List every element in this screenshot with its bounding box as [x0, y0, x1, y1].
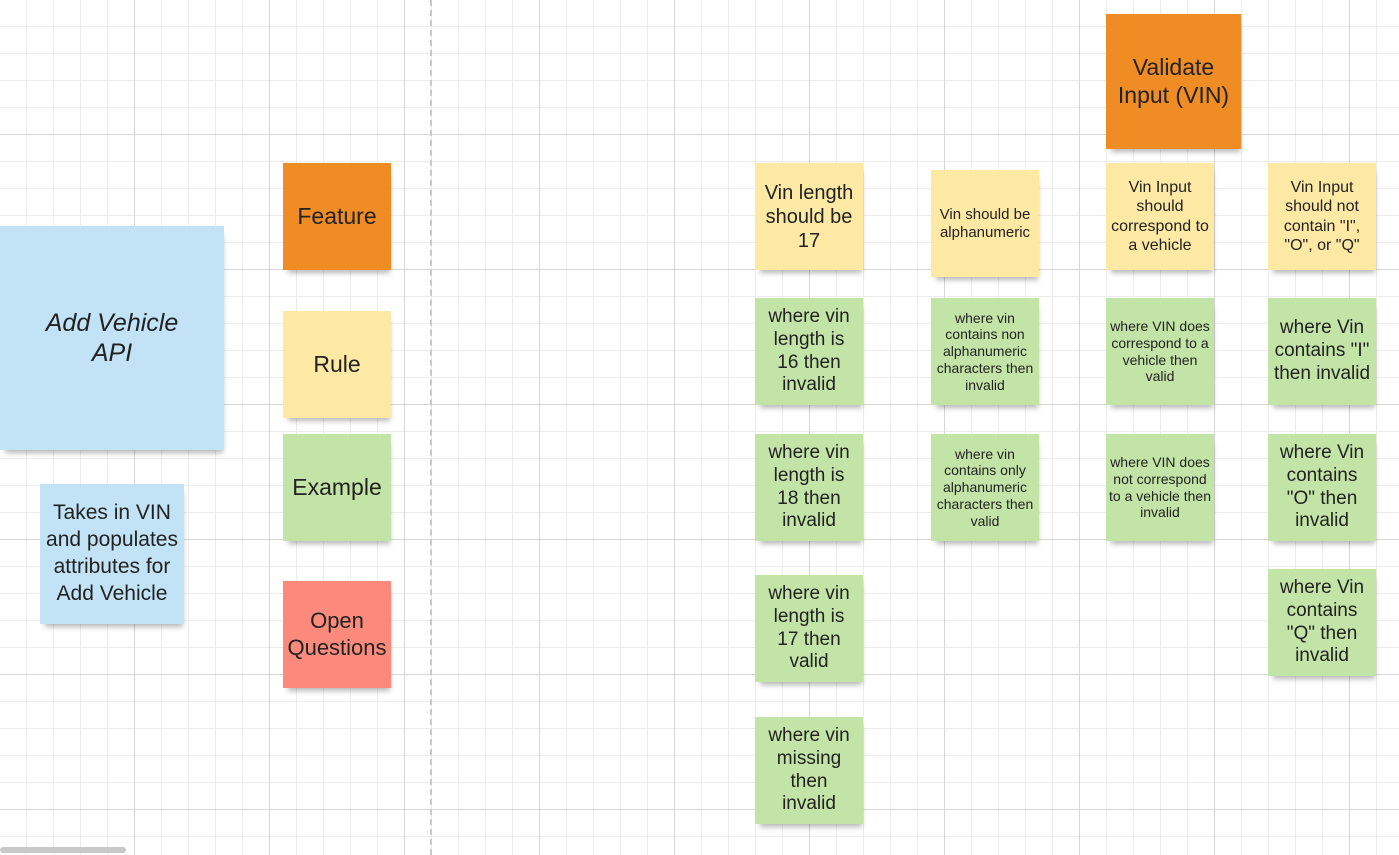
horizontal-scrollbar[interactable]: [0, 847, 126, 853]
legend-feature-note[interactable]: Feature: [283, 163, 391, 270]
feature-title: Validate Input (VIN): [1117, 53, 1230, 108]
rule-note[interactable]: Vin length should be 17: [755, 163, 863, 270]
feature-note[interactable]: Validate Input (VIN): [1106, 14, 1241, 149]
example-label: where vin length is 17 then valid: [768, 582, 850, 673]
example-note[interactable]: where Vin contains "I" then invalid: [1268, 298, 1376, 405]
example-note[interactable]: where vin length is 16 then invalid: [755, 298, 863, 405]
rule-label: Vin Input should not contain "I", "O", o…: [1283, 179, 1361, 254]
legend-rule-note[interactable]: Rule: [283, 311, 391, 418]
rule-label: Vin Input should correspond to a vehicle: [1111, 179, 1209, 254]
example-label: where vin length is 16 then invalid: [768, 305, 850, 396]
example-label: where vin length is 18 then invalid: [768, 441, 850, 532]
example-label: where VIN does correspond to a vehicle t…: [1110, 317, 1210, 385]
example-label: where vin contains only alphanumeric cha…: [936, 445, 1034, 529]
example-note[interactable]: where Vin contains "Q" then invalid: [1268, 569, 1376, 676]
legend-feature-label: Feature: [297, 202, 377, 229]
rule-label: Vin should be alphanumeric: [939, 205, 1031, 241]
rule-note[interactable]: Vin Input should not contain "I", "O", o…: [1268, 163, 1376, 270]
example-note[interactable]: where vin length is 17 then valid: [755, 575, 863, 682]
rule-label: Vin length should be 17: [764, 181, 854, 252]
legend-open-questions-label: Open Questions: [287, 608, 387, 660]
legend-example-note[interactable]: Example: [283, 434, 391, 541]
example-note[interactable]: where VIN does not correspond to a vehic…: [1106, 434, 1214, 541]
example-note[interactable]: where Vin contains "O" then invalid: [1268, 434, 1376, 541]
legend-example-label: Example: [292, 473, 382, 500]
example-label: where VIN does not correspond to a vehic…: [1109, 453, 1211, 521]
legend-rule-label: Rule: [313, 350, 361, 377]
api-description-note[interactable]: Takes in VIN and populates attributes fo…: [40, 484, 184, 624]
legend-open-questions-note[interactable]: Open Questions: [283, 581, 391, 688]
api-title: Add Vehicle API: [45, 309, 179, 367]
api-description: Takes in VIN and populates attributes fo…: [46, 501, 178, 605]
rule-note[interactable]: Vin Input should correspond to a vehicle: [1106, 163, 1214, 270]
rule-note[interactable]: Vin should be alphanumeric: [931, 170, 1039, 277]
example-label: where Vin contains "I" then invalid: [1273, 317, 1371, 384]
example-note[interactable]: where vin contains non alphanumeric char…: [931, 298, 1039, 405]
example-label: where vin missing then invalid: [768, 724, 850, 815]
example-label: where Vin contains "O" then invalid: [1279, 441, 1365, 532]
api-title-note[interactable]: Add Vehicle API: [0, 226, 224, 450]
example-note[interactable]: where vin contains only alphanumeric cha…: [931, 434, 1039, 541]
example-label: where Vin contains "Q" then invalid: [1279, 576, 1365, 667]
board-divider: [430, 0, 432, 855]
example-label: where vin contains non alphanumeric char…: [936, 309, 1034, 393]
example-note[interactable]: where vin length is 18 then invalid: [755, 434, 863, 541]
example-note[interactable]: where vin missing then invalid: [755, 717, 863, 824]
example-note[interactable]: where VIN does correspond to a vehicle t…: [1106, 298, 1214, 405]
